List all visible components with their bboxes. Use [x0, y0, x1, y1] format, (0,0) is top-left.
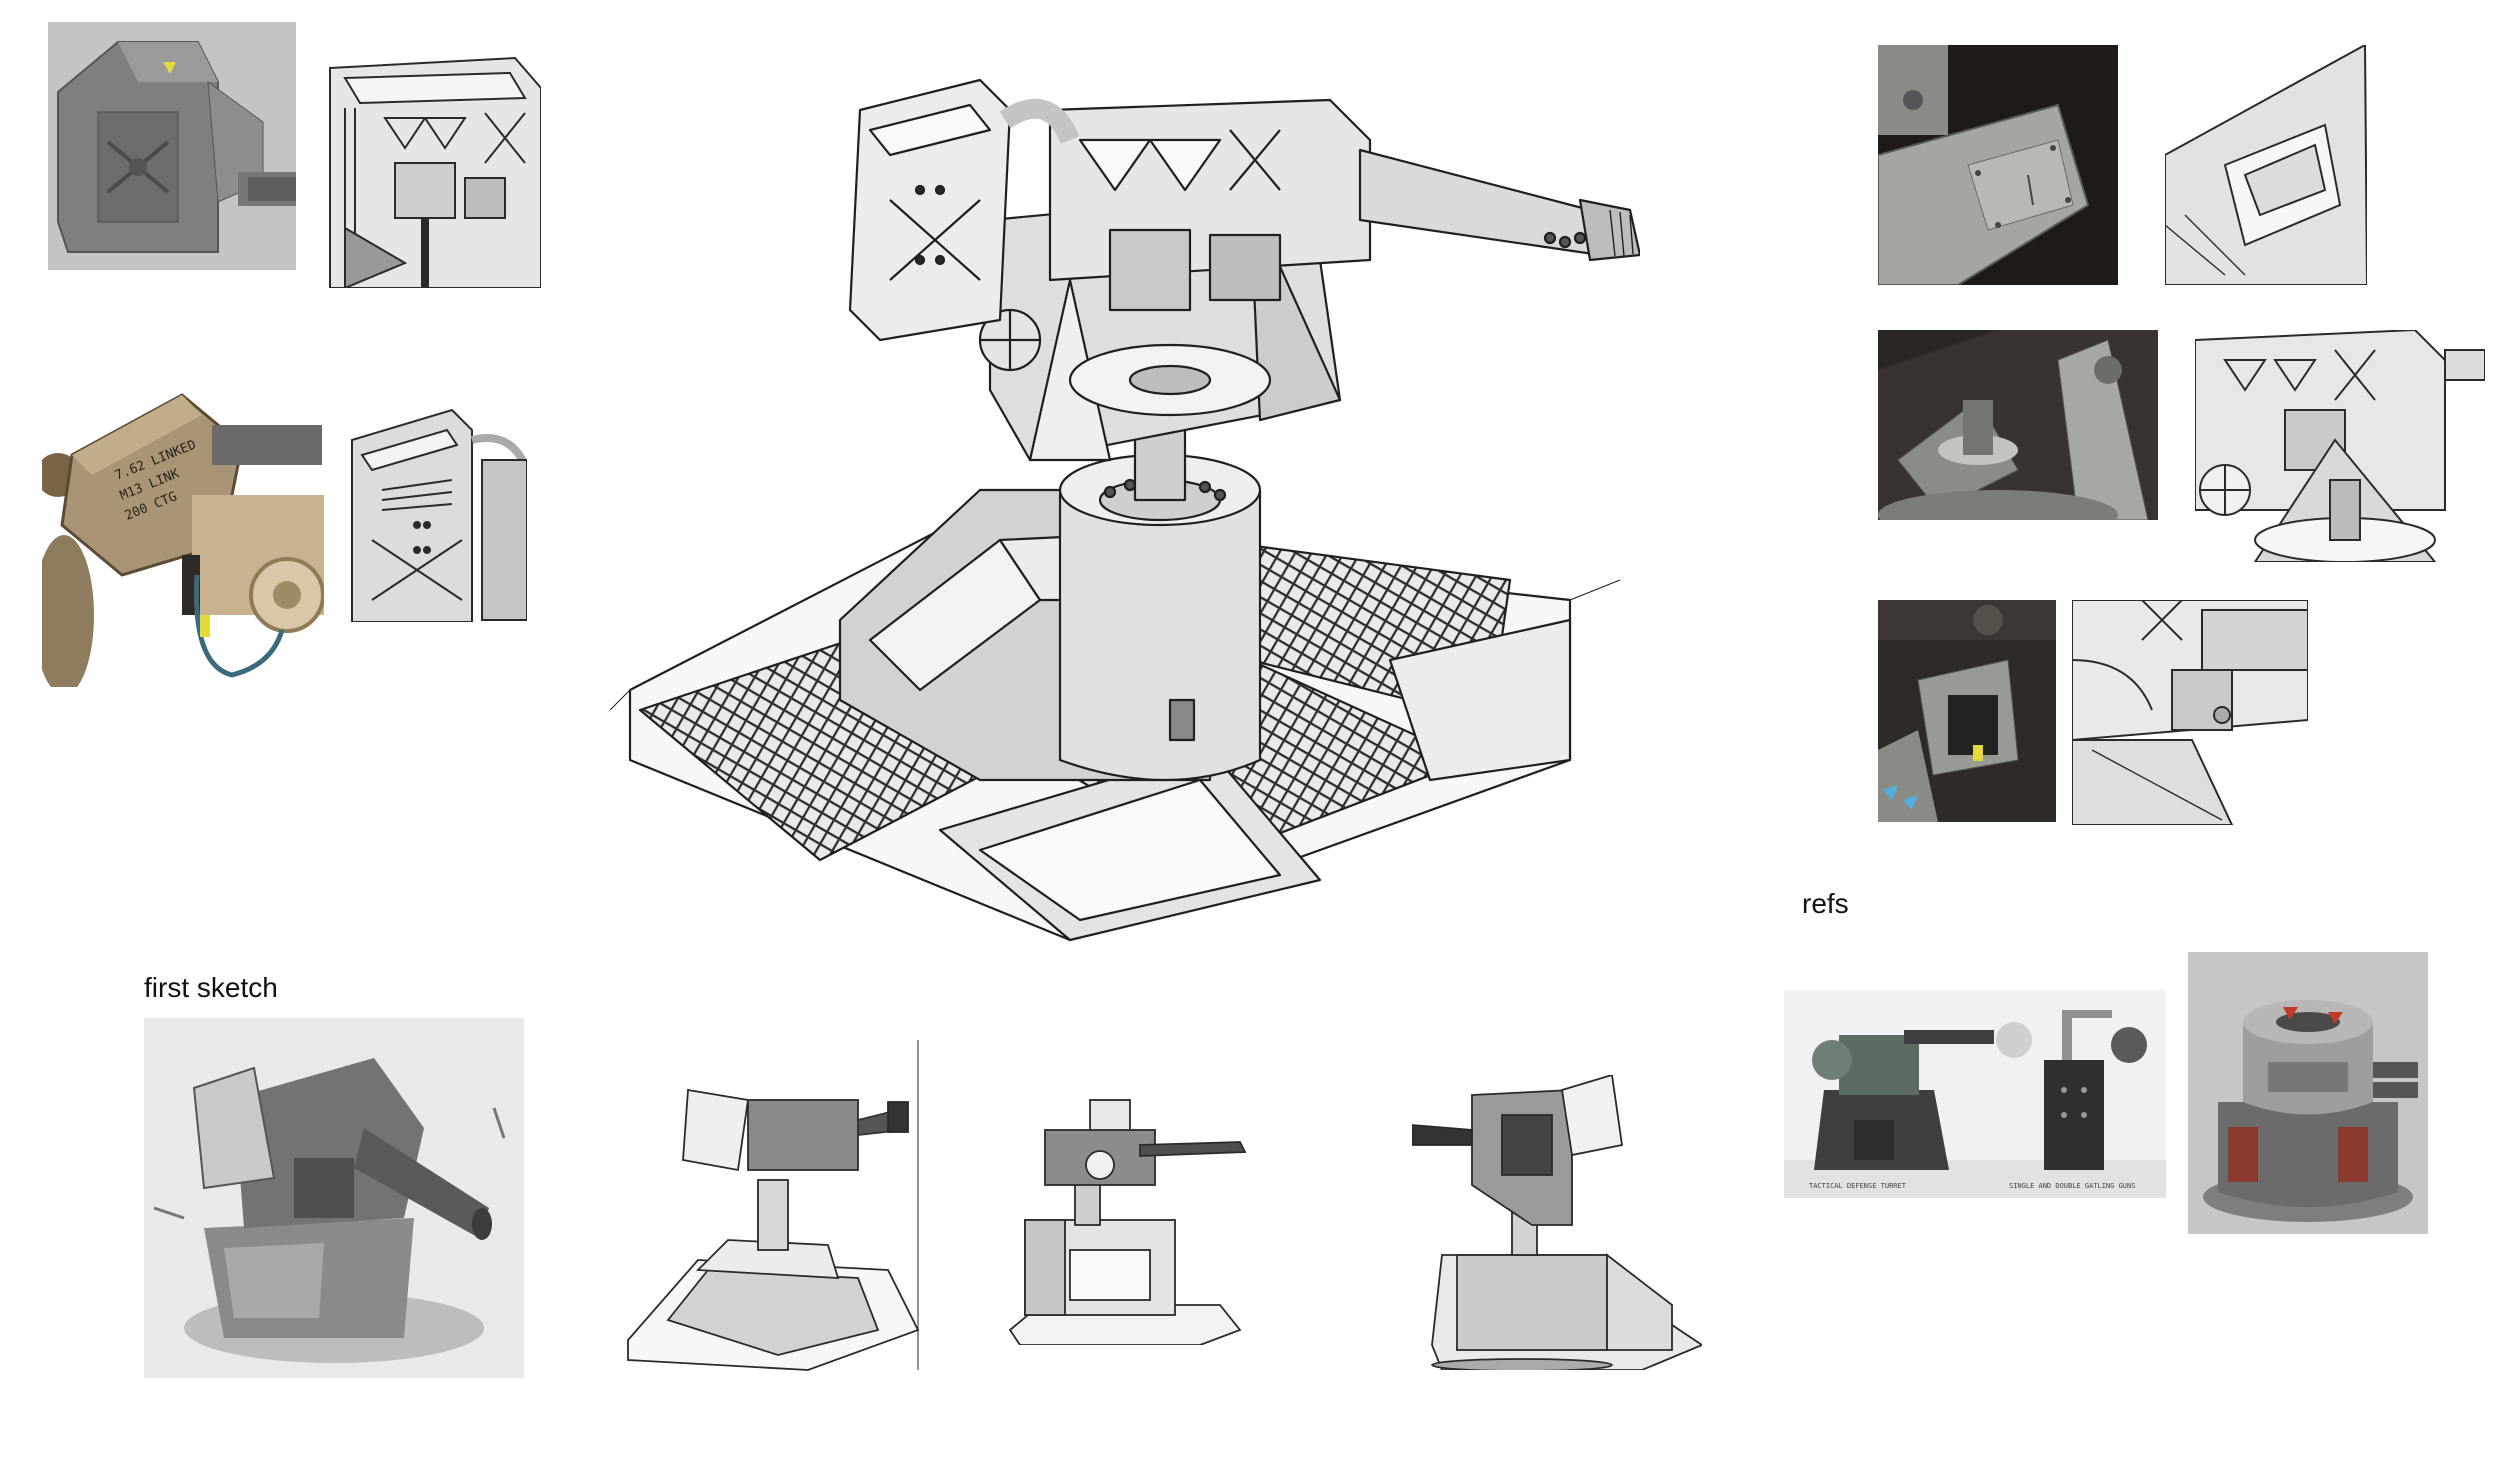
ref-thumb-sketch-detail: [2072, 600, 2308, 825]
lineup-caption-left: TACTICAL DEFENSE TURRET: [1809, 1182, 1907, 1190]
refs-label: refs: [1802, 888, 1849, 919]
view-sketch-right: [1412, 1075, 1702, 1370]
ref-thumb-gray-render: [48, 22, 296, 270]
ref-thumb-render-dark-2: [1878, 330, 2158, 520]
ref-thumb-render-dark-3: [1878, 600, 2056, 822]
lineup-caption-right: SINGLE AND DOUBLE GATLING GUNS: [2009, 1182, 2135, 1190]
first-sketch-image: [144, 1018, 524, 1378]
ref-thumb-round-turret: [2188, 952, 2428, 1234]
view-sketch-left: [608, 1040, 944, 1380]
ref-thumb-sketch-ammo-box: [342, 400, 527, 622]
ref-thumb-sketch-turret-mid: [2195, 330, 2485, 562]
ref-thumb-render-dark-1: [1878, 45, 2118, 285]
main-turret-sketch: [610, 60, 1640, 950]
ref-thumb-ammo-box-photo: 7.62 LINKED M13 LINK 200 CTG: [42, 385, 324, 687]
ref-thumb-turret-lineup: TACTICAL DEFENSE TURRET SINGLE AND DOUBL…: [1784, 990, 2166, 1198]
ref-thumb-sketch-panel: [2165, 45, 2367, 285]
first-sketch-label: first sketch: [144, 972, 278, 1003]
view-sketch-center: [1000, 1090, 1250, 1345]
ref-thumb-sketch-top: [325, 48, 541, 288]
